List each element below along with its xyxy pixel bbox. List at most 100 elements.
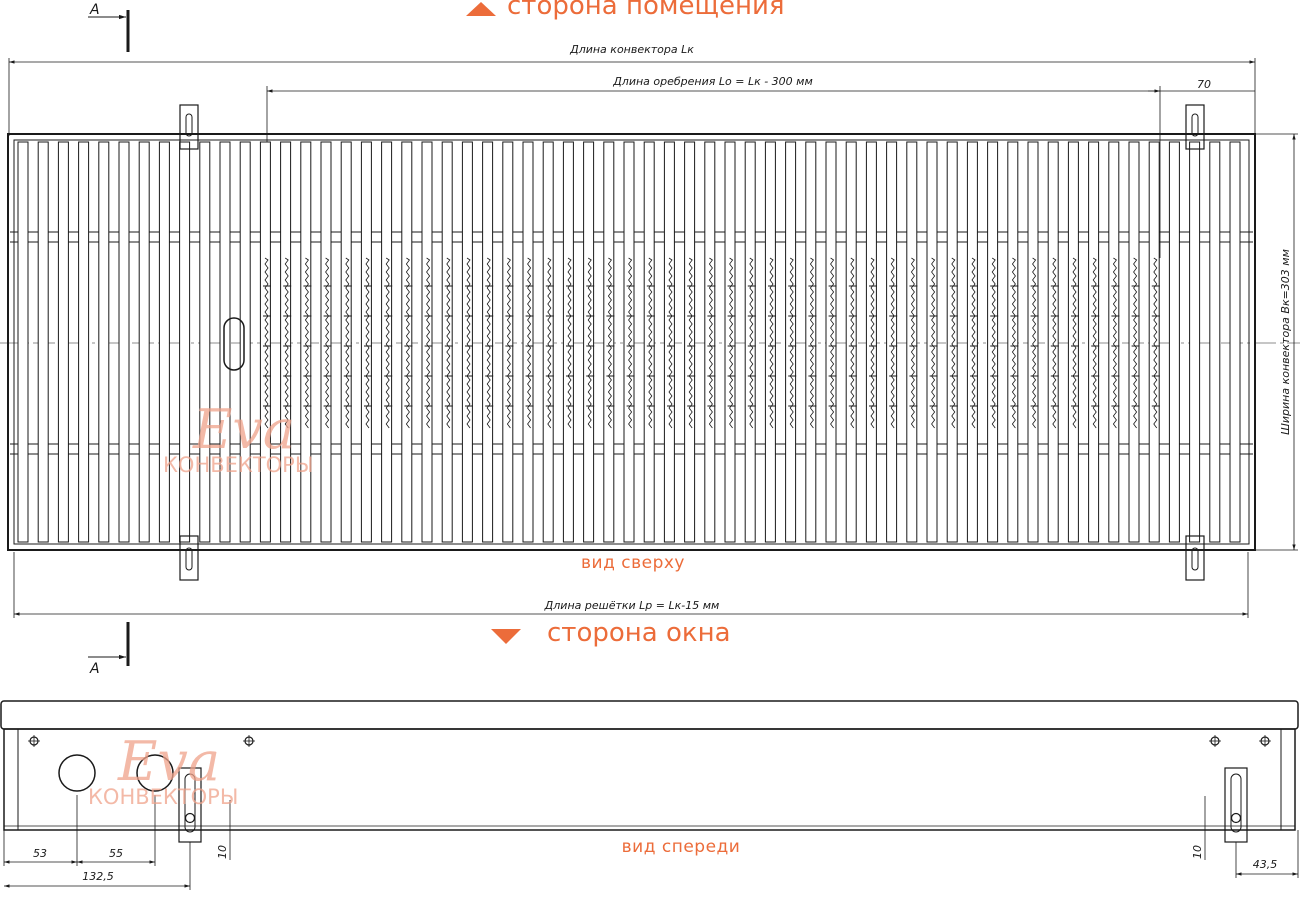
convector-length-text: Длина конвектора Lк: [569, 43, 694, 56]
heat-fin: [284, 257, 289, 429]
grille-bar: [340, 141, 352, 543]
heat-fin: [789, 257, 794, 429]
front-bracket-right: [1224, 767, 1248, 843]
mounting-bracket-top-left: [179, 104, 199, 150]
grille-bar: [1088, 141, 1100, 543]
right-offset-text: 43,5: [1253, 858, 1278, 871]
heat-fin: [426, 257, 431, 429]
mounting-bracket-bottom-left: [179, 535, 199, 581]
heat-fin: [365, 257, 370, 429]
grille-bar: [320, 141, 332, 543]
grille-bar: [663, 141, 675, 543]
front-view: [0, 700, 1299, 843]
heat-fin: [628, 257, 633, 429]
grille-bar: [37, 141, 49, 543]
grille-bar: [17, 141, 29, 543]
grille-bar: [300, 141, 312, 543]
heat-fin: [405, 257, 410, 429]
window-side-label: сторона окна: [547, 618, 731, 648]
grille-bar: [542, 141, 554, 543]
grille-bar: [987, 141, 999, 543]
room-side-label: сторона помещения: [507, 0, 785, 21]
grille-bar: [1209, 141, 1221, 543]
grille-bar: [724, 141, 736, 543]
grille-bar: [684, 141, 696, 543]
pipe-offset-1-text: 53: [33, 847, 47, 860]
mounting-bracket-bottom-right: [1185, 535, 1205, 581]
bracket-height-right-dimension: 10: [1191, 796, 1206, 860]
grille-bar: [946, 141, 958, 543]
heat-fin: [1153, 257, 1158, 429]
fastener-icon: [243, 735, 255, 747]
pipe-total-text: 132,5: [82, 870, 114, 883]
heat-fin: [830, 257, 835, 429]
heat-fin: [1092, 257, 1097, 429]
grille-bar: [1189, 141, 1201, 543]
heat-fin: [527, 257, 532, 429]
heat-fin: [931, 257, 936, 429]
heat-fin: [688, 257, 693, 429]
grille-bar: [239, 141, 251, 543]
grille-bar: [562, 141, 574, 543]
grille-bar: [603, 141, 615, 543]
section-mark-top: А: [88, 2, 130, 52]
grille-bar: [1007, 141, 1019, 543]
heat-fin: [749, 257, 754, 429]
grille-bar: [381, 141, 393, 543]
watermark-subtitle: КОНВЕКТОРЫ: [88, 785, 238, 809]
fin-length-text: Длина оребрения Lо = Lк - 300 мм: [612, 75, 813, 88]
grille-bar: [926, 141, 938, 543]
pipe-connection-inlet: [58, 754, 96, 792]
grille-bar: [98, 141, 110, 543]
heat-fin: [708, 257, 713, 429]
fastener-icon: [28, 735, 40, 747]
heat-fin: [325, 257, 330, 429]
heat-fin: [567, 257, 572, 429]
watermark-subtitle: КОНВЕКТОРЫ: [163, 453, 313, 477]
grille-bar: [441, 141, 453, 543]
pipe-spacing-text: 55: [109, 847, 123, 860]
grille-bar: [865, 141, 877, 543]
grille-bar: [158, 141, 170, 543]
grille-bar: [199, 141, 211, 543]
heat-fin: [870, 257, 875, 429]
grille-bar: [906, 141, 918, 543]
grille-bar: [966, 141, 978, 543]
grille-bar: [643, 141, 655, 543]
grille-bars: [17, 141, 1241, 543]
grille-bar: [502, 141, 514, 543]
heat-fin: [1112, 257, 1117, 429]
heat-fin: [466, 257, 471, 429]
end-offset-dimension: 70: [1148, 78, 1255, 92]
heat-fin: [648, 257, 653, 429]
bracket-height-left-text: 10: [216, 845, 229, 859]
heat-fin: [587, 257, 592, 429]
grille-bar: [1229, 141, 1241, 543]
grille-bar: [360, 141, 372, 543]
top-view: [0, 104, 1300, 581]
grille-frame: [7, 133, 1256, 551]
heat-fin: [910, 257, 915, 429]
grille-bar: [1148, 141, 1160, 543]
heat-fin: [446, 257, 451, 429]
grille-bar: [461, 141, 473, 543]
grille-bar: [623, 141, 635, 543]
mounting-bracket-top-right: [1185, 104, 1205, 150]
heat-fin: [729, 257, 734, 429]
heat-fin: [850, 257, 855, 429]
heat-fin: [547, 257, 552, 429]
grille-handle-slot: [223, 317, 245, 371]
heat-fin: [506, 257, 511, 429]
watermark-brand: Eva: [192, 398, 295, 461]
heat-fin: [385, 257, 390, 429]
heat-fin: [971, 257, 976, 429]
room-side-indicator: сторона помещения: [466, 0, 785, 21]
heat-fin: [304, 257, 309, 429]
grille-bar: [845, 141, 857, 543]
grille-bar: [744, 141, 756, 543]
watermark-logo-bottom: Eva КОНВЕКТОРЫ: [88, 730, 238, 809]
heat-fin: [668, 257, 673, 429]
convector-width-dimension: Ширина конвектора Вк=303 мм: [1255, 133, 1298, 551]
heat-fin: [991, 257, 996, 429]
grille-bar: [401, 141, 413, 543]
